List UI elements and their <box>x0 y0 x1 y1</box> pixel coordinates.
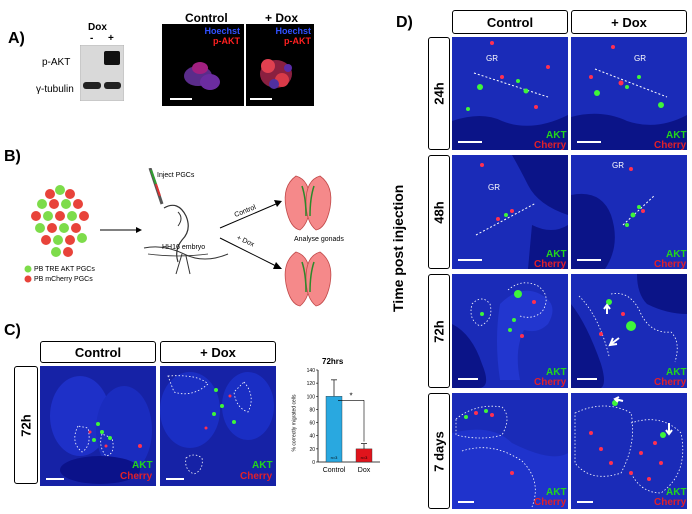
panel-c-row-label: 72h <box>14 366 38 484</box>
time-axis-label: Time post injection <box>390 184 406 312</box>
d-72h-dox-image <box>571 274 687 388</box>
d-7days-control-image <box>452 393 568 509</box>
chart-ytick-label: 120 <box>307 381 316 387</box>
d-24h-dox-image <box>571 37 687 150</box>
d-48h-dox-cherry: Cherry <box>654 259 687 270</box>
panel-c-cherry-label: Cherry <box>120 471 153 482</box>
d-7days-control-akt: AKT <box>546 487 567 498</box>
legend-red-label: PB mCherry PGCs <box>34 276 93 283</box>
chart-ytick-label: 60 <box>309 421 315 427</box>
western-plus: + <box>108 33 114 44</box>
d-24h-dox-akt: AKT <box>666 130 687 141</box>
chart-significance: * <box>349 391 352 400</box>
chart-category-label: Dox <box>358 467 371 474</box>
panel-c-dox-akt-label: AKT <box>252 460 273 471</box>
d-48h-dox-akt: AKT <box>666 249 687 260</box>
chart-ytick-label: 40 <box>309 434 315 440</box>
d-72h-control-cherry: Cherry <box>534 377 567 388</box>
panel-a-col-control: Control <box>185 11 228 25</box>
d-72h-dox-cherry: Cherry <box>654 377 687 388</box>
panel-d-row-48h: 48h <box>428 155 450 269</box>
d-24h-control-akt: AKT <box>546 130 567 141</box>
western-blot-image <box>80 45 124 101</box>
panel-c-control-image <box>40 366 156 486</box>
d-7days-dox-akt: AKT <box>666 487 687 498</box>
d-7days-dox-image <box>571 393 687 509</box>
d-24h-control-cherry: Cherry <box>534 140 567 151</box>
panel-c-label: C) <box>4 322 21 339</box>
chart-ytick-label: 140 <box>307 368 316 374</box>
panel-c-col-dox: + Dox <box>160 341 276 363</box>
panel-a-col-dox: + Dox <box>265 11 299 25</box>
panel-a-label: A) <box>8 30 25 47</box>
legend-green-label: PB TRE AKT PGCs <box>34 266 95 273</box>
d-48h-control-gr: GR <box>488 183 500 192</box>
chart-category-label: Control <box>323 467 346 474</box>
western-band-tubulin: γ-tubulin <box>36 84 74 95</box>
panel-d-row-24h: 24h <box>428 37 450 150</box>
chart-ytick-label: 0 <box>312 460 315 466</box>
chart-bar <box>355 448 373 463</box>
western-dox-label: Dox <box>88 22 107 33</box>
panel-d-row-72h: 72h <box>428 274 450 388</box>
inject-pgcs-label: Inject PGCs <box>157 172 195 179</box>
d-7days-control-cherry: Cherry <box>534 497 567 508</box>
panel-c-akt-label: AKT <box>132 460 153 471</box>
d-72h-dox-akt: AKT <box>666 367 687 378</box>
chart-ytick-label: 80 <box>309 407 315 413</box>
d-7days-dox-cherry: Cherry <box>654 497 687 508</box>
panel-b-label: B) <box>4 148 21 165</box>
panel-c-col-control: Control <box>40 341 156 363</box>
panel-a-control-image: Hoechst p-AKT <box>162 24 244 106</box>
d-48h-dox-image <box>571 155 687 269</box>
panel-a-dox-image: Hoechst p-AKT <box>246 24 314 106</box>
western-band-pakt: p-AKT <box>42 57 71 68</box>
stain-pakt-control: p-AKT <box>213 36 240 46</box>
chart-n-label: n=3 <box>361 455 369 460</box>
stain-hoechst-control: Hoechst <box>204 26 240 36</box>
d-48h-control-image <box>452 155 568 269</box>
panel-d-label: D) <box>396 14 413 31</box>
chart-ytick-label: 20 <box>309 447 315 453</box>
d-72h-control-image <box>452 274 568 388</box>
chart-n-label: n=3 <box>331 455 339 460</box>
panel-b-schematic <box>24 168 332 307</box>
stain-hoechst-dox: Hoechst <box>275 26 311 36</box>
d-48h-control-akt: AKT <box>546 249 567 260</box>
embryo-label: HH16 embryo <box>162 244 206 251</box>
d-48h-control-cherry: Cherry <box>534 259 567 270</box>
panel-d-row-7days: 7 days <box>428 393 450 509</box>
panel-c-dox-cherry-label: Cherry <box>240 471 273 482</box>
d-24h-dox-gr: GR <box>634 54 646 63</box>
western-minus: - <box>90 33 94 44</box>
analyse-gonads-label: Analyse gonads <box>294 236 344 243</box>
stain-pakt-dox: p-AKT <box>284 36 311 46</box>
d-48h-dox-gr: GR <box>612 161 624 170</box>
d-24h-control-image <box>452 37 568 150</box>
chart-title: 72hrs <box>322 357 344 366</box>
d-24h-dox-cherry: Cherry <box>654 140 687 151</box>
chart-bar <box>325 396 343 463</box>
d-24h-control-gr: GR <box>486 54 498 63</box>
panel-c-dox-image <box>160 366 276 486</box>
panel-d-col-dox: + Dox <box>571 10 687 34</box>
panel-d-col-control: Control <box>452 10 568 34</box>
d-72h-control-akt: AKT <box>546 367 567 378</box>
chart-ytick-label: 100 <box>307 394 316 400</box>
pgc-cluster <box>31 185 89 257</box>
